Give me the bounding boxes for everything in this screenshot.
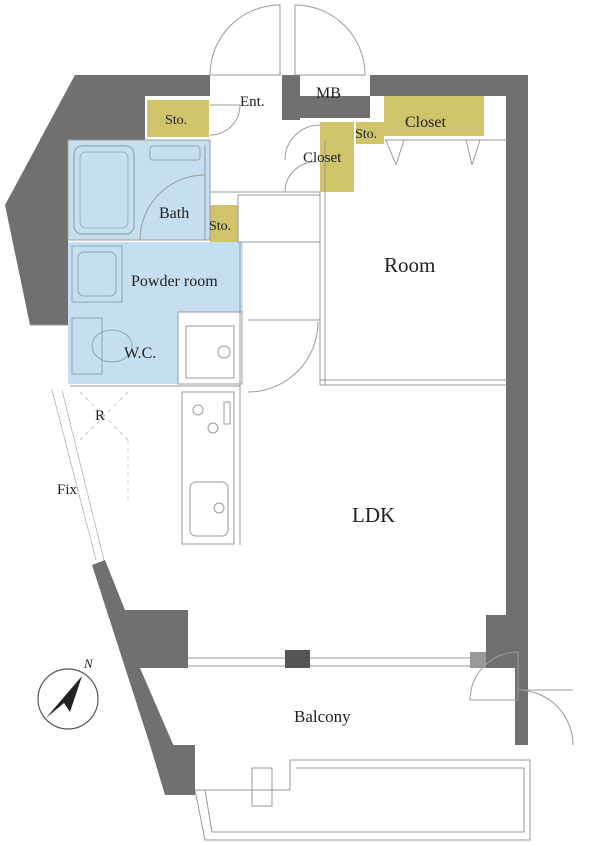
label-closet-hall: Closet — [303, 150, 342, 166]
label-storage-entrance: Sto. — [165, 113, 187, 128]
north-arrow-icon: N — [37, 656, 99, 730]
label-fix-window: Fix — [57, 482, 78, 498]
label-entrance: Ent. — [240, 94, 265, 110]
closet-doors — [385, 127, 484, 166]
label-closet-room: Closet — [405, 114, 446, 131]
bath-fixtures — [73, 145, 206, 241]
label-meter-box: MB — [316, 85, 341, 102]
compass-label: N — [83, 656, 94, 671]
label-room: Room — [384, 253, 435, 277]
outer-walls — [5, 75, 528, 795]
label-refrigerator: R — [95, 408, 105, 424]
label-storage-room-top: Sto. — [355, 127, 377, 142]
label-wc: W.C. — [124, 345, 156, 362]
wet-areas — [67, 139, 243, 385]
label-storage-center: Sto. — [209, 219, 231, 234]
storage-areas — [147, 96, 484, 243]
powder-fixtures — [71, 245, 235, 379]
label-balcony: Balcony — [294, 707, 351, 726]
label-powder-room: Powder room — [131, 273, 218, 290]
door-swings — [209, 4, 574, 746]
interior-lines — [30, 139, 506, 668]
kitchen-counter — [181, 391, 235, 545]
balcony-outline — [194, 759, 531, 841]
fix-window — [51, 389, 129, 561]
label-ldk: LDK — [352, 503, 395, 527]
label-bath: Bath — [159, 205, 189, 222]
